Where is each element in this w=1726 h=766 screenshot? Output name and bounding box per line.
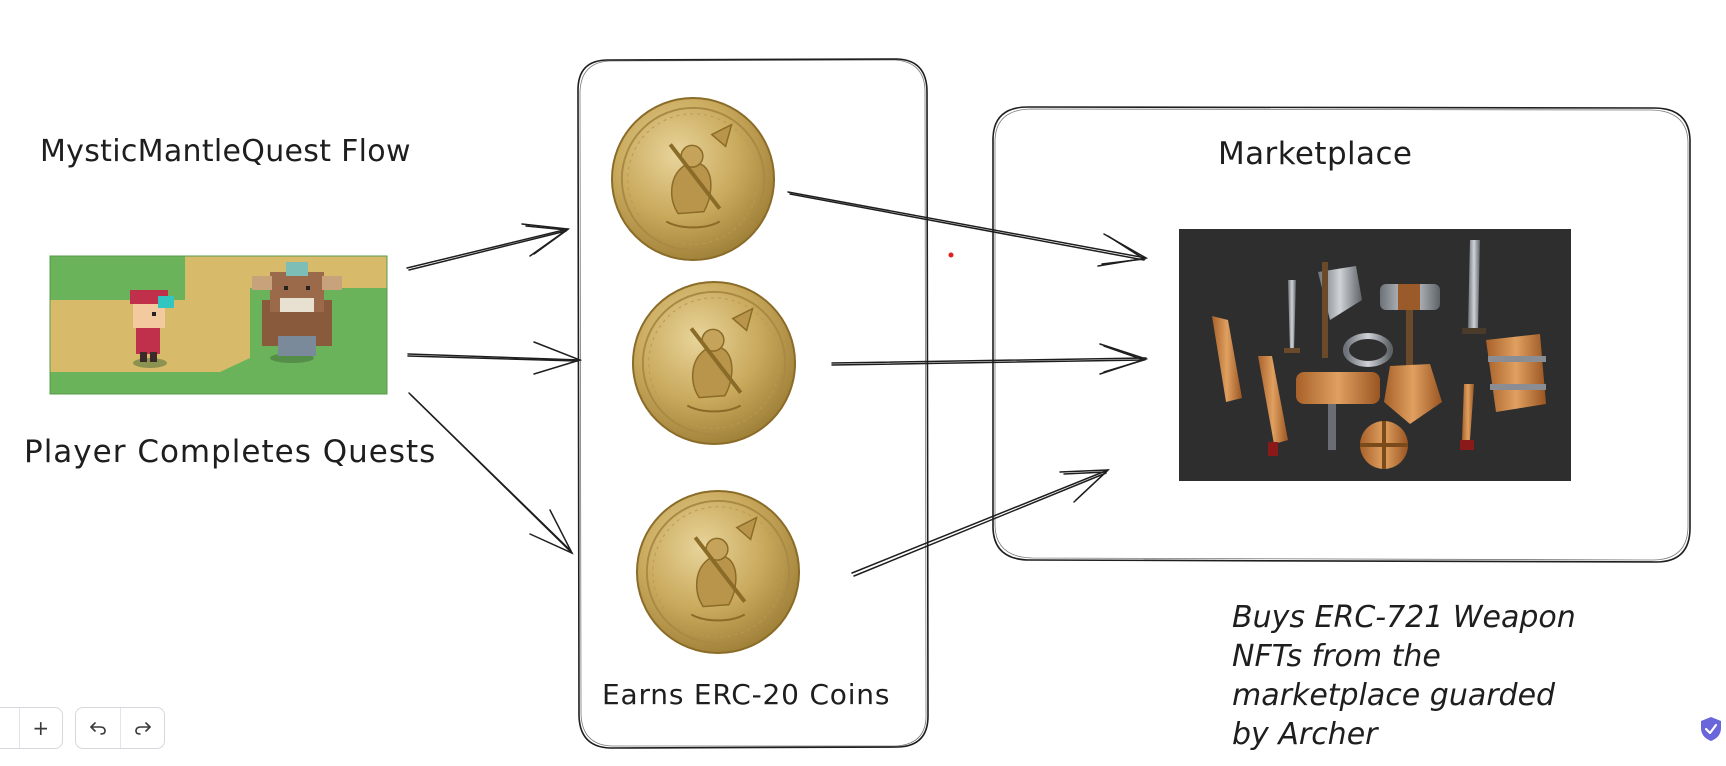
buys-line: by Archer (1232, 717, 1378, 752)
arrow-coin-to-market-1[interactable] (787, 191, 1149, 267)
diagram-title: MysticMantleQuest Flow (40, 134, 411, 169)
coins-container[interactable] (577, 58, 929, 749)
shield-check-icon[interactable] (1700, 716, 1722, 742)
undo-button[interactable] (76, 708, 120, 748)
arrow-player-to-coin-3[interactable] (408, 392, 574, 555)
coin-icon (609, 95, 777, 263)
player-label: Player Completes Quests (24, 434, 437, 470)
zoom-out-button[interactable] (0, 708, 19, 748)
undo-icon (90, 722, 106, 735)
history-toolbar (75, 707, 165, 749)
arrow-coin-to-market-3[interactable] (851, 469, 1110, 577)
buys-label: Buys ERC-721 Weapon NFTs from the market… (1232, 598, 1612, 754)
buys-line: NFTs from the (1232, 639, 1441, 674)
coin-icon (634, 488, 802, 656)
buys-line: Buys ERC-721 Weapon (1232, 600, 1576, 635)
zoom-in-button[interactable]: + (18, 708, 62, 748)
player-quest-image (49, 255, 388, 395)
coin-icon (630, 279, 798, 447)
marketplace-label: Marketplace (1218, 136, 1413, 172)
zoom-toolbar: + (0, 707, 63, 749)
arrow-coin-to-market-2[interactable] (831, 343, 1149, 375)
coins-label: Earns ERC-20 Coins (602, 678, 891, 711)
redo-button[interactable] (120, 708, 164, 748)
buys-line: marketplace guarded (1232, 678, 1556, 713)
arrow-player-to-coin-1[interactable] (406, 223, 571, 271)
marketplace-container[interactable] (992, 106, 1691, 563)
weapons-marketplace-image (1179, 229, 1571, 481)
cursor-dot (948, 252, 954, 258)
redo-icon (134, 722, 151, 735)
arrow-player-to-coin-2[interactable] (407, 341, 583, 375)
